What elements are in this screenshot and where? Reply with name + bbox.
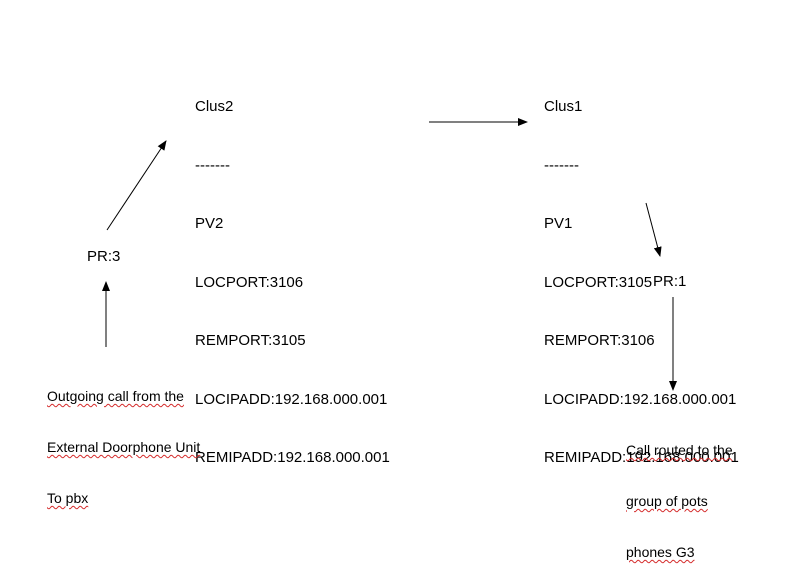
cluster-name: Clus2 [195,98,234,115]
cluster-remport: REMPORT:3106 [544,332,655,349]
cluster-clus1: Clus1 ------- PV1 LOCPORT:3105 REMPORT:3… [544,58,739,487]
note-outgoing-call: Outgoing call from the External Doorphon… [47,354,200,524]
cluster-remipadd: REMIPADD:192.168.000.001 [195,449,390,466]
note-line: Outgoing call from the [47,388,184,404]
arrow-clus1-to-pr1 [645,202,662,257]
note-line: To pbx [47,490,89,506]
cluster-locipadd: LOCIPADD:192.168.000.001 [195,390,388,408]
note-line: Call routed to the [626,442,733,458]
cluster-name: Clus1 [544,98,583,115]
cluster-pv: PV1 [544,215,573,232]
cluster-remipadd: REMIPADD:192.168.000.001 [544,449,739,466]
cluster-clus2: Clus2 ------- PV2 LOCPORT:3106 REMPORT:3… [195,58,390,487]
cluster-locipadd: LOCIPADD:192.168.000.001 [544,390,737,408]
route-label-pr1: PR:1 [653,273,687,290]
note-line: External Doorphone Unit [47,439,201,455]
note-call-routed: Call routed to the group of pots phones … [626,408,733,578]
note-line: group of pots [626,493,708,509]
cluster-locport: LOCPORT:3106 [195,273,304,291]
cluster-separator: ------- [195,156,230,174]
cluster-locport: LOCPORT:3105 [544,273,653,291]
route-label-pr3: PR:3 [87,248,121,265]
cluster-remport: REMPORT:3105 [195,332,306,349]
note-line: phones G3 [626,544,695,560]
connector-arrows [102,118,677,391]
cluster-pv: PV2 [195,215,224,232]
arrow-pr3-to-clus2 [106,140,167,231]
cluster-separator: ------- [544,156,579,174]
